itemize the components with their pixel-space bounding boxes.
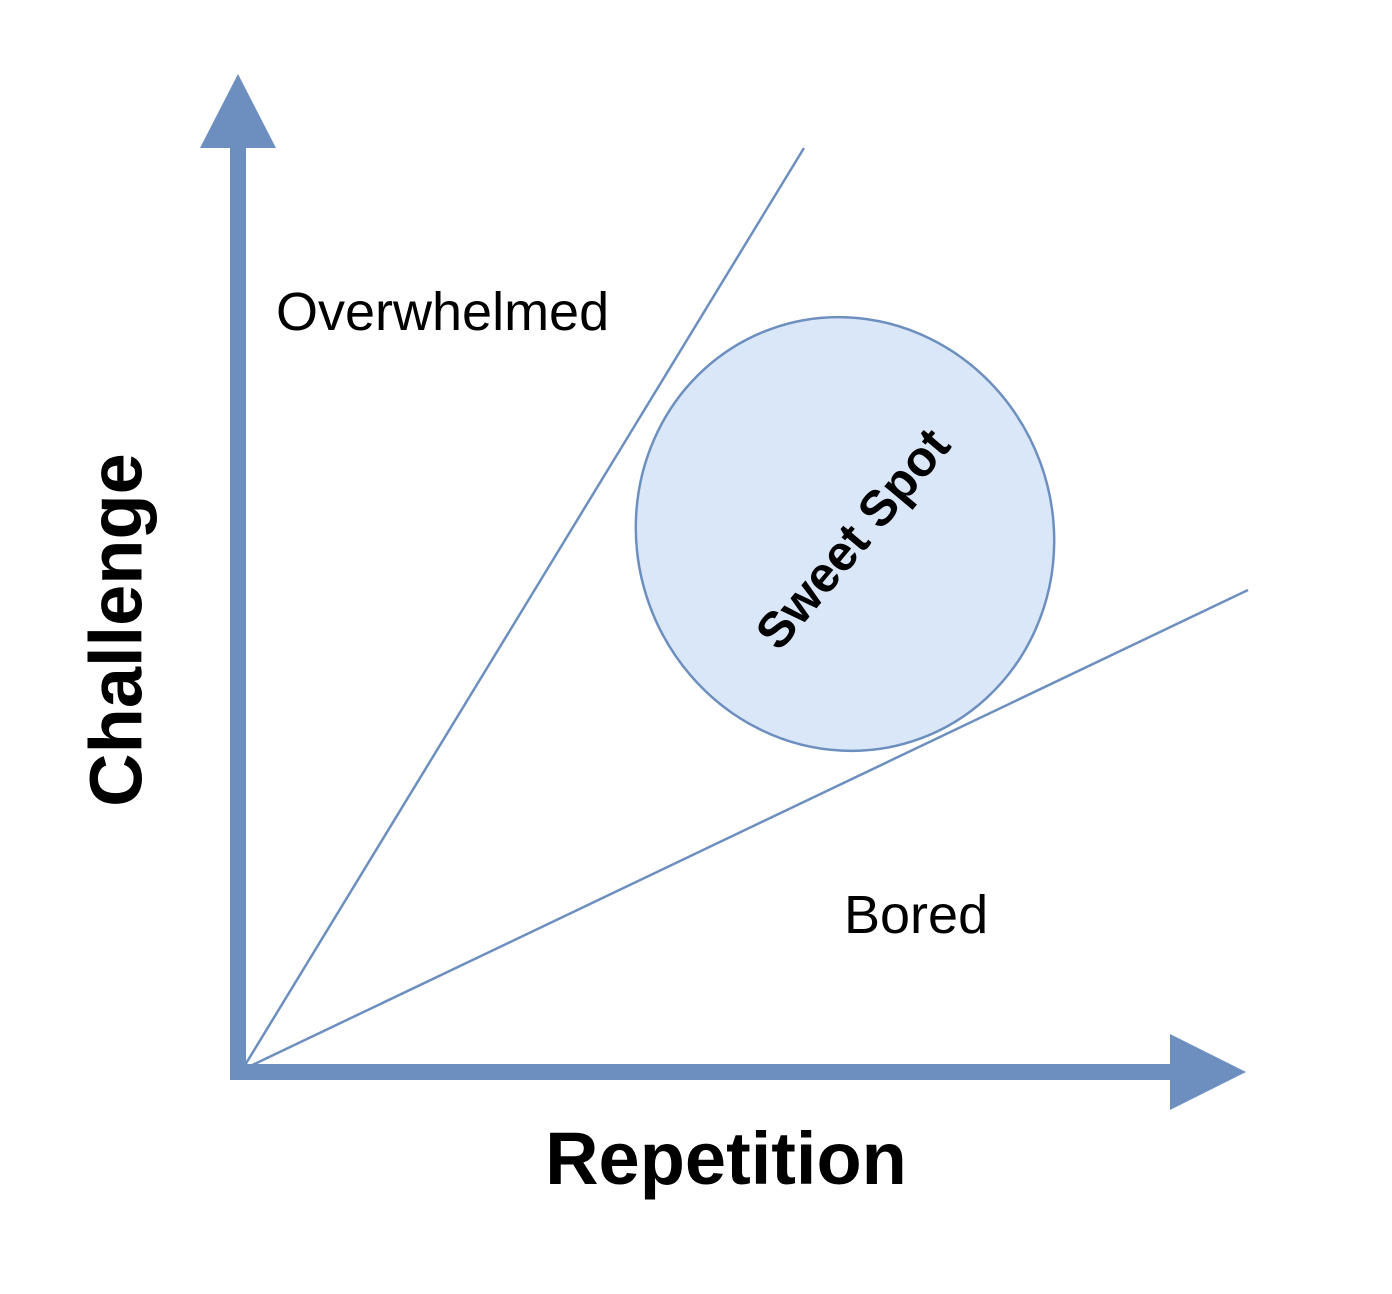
y-axis [200, 74, 276, 1078]
bored-label: Bored [844, 885, 988, 945]
y-axis-title: Challenge [75, 453, 158, 807]
overwhelmed-label: Overwhelmed [276, 282, 609, 342]
y-axis-arrowhead [200, 74, 276, 148]
lower-boundary-line [241, 588, 1249, 1072]
x-axis [230, 1034, 1246, 1110]
x-axis-arrowhead [1170, 1034, 1246, 1110]
upper-boundary-line [240, 147, 806, 1071]
x-axis-title: Repetition [545, 1117, 907, 1200]
sweet-spot-ellipse [634, 315, 1056, 753]
